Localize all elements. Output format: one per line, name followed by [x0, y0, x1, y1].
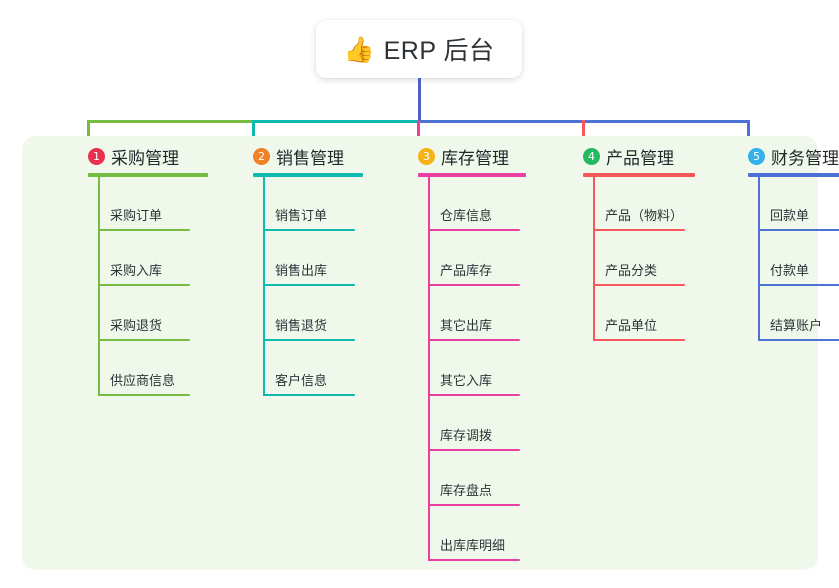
leaf-node[interactable]: 其它出库 — [428, 315, 520, 341]
leaf-underline — [98, 229, 190, 231]
leaf-node[interactable]: 采购退货 — [98, 315, 190, 341]
leaf-label: 其它出库 — [440, 318, 493, 333]
leaf-node[interactable]: 库存调拨 — [428, 425, 520, 451]
leaf-label: 采购入库 — [110, 263, 163, 278]
branch-stem-1 — [98, 176, 100, 396]
leaf-node[interactable]: 客户信息 — [263, 370, 355, 396]
connector-bar-1 — [87, 120, 254, 123]
leaf-label: 采购订单 — [110, 208, 163, 223]
leaf-label: 库存调拨 — [440, 428, 493, 443]
leaf-underline — [428, 504, 520, 506]
branch-header-5[interactable]: 5 财务管理 — [748, 144, 839, 169]
root-trunk-line — [418, 78, 421, 123]
leaf-underline — [98, 284, 190, 286]
branch-panel: 1 采购管理采购订单采购入库采购退货供应商信息 2 销售管理销售订单销售出库销售退货客… — [22, 136, 839, 570]
branch-underline-1 — [88, 173, 208, 177]
branch-stem-5 — [758, 176, 760, 341]
leaf-node[interactable]: 库存盘点 — [428, 480, 520, 506]
branch-underline-2 — [253, 173, 363, 177]
branch-header-2[interactable]: 2 销售管理 — [253, 144, 344, 169]
connector-bar-2 — [252, 120, 419, 123]
leaf-underline — [428, 559, 520, 561]
branch-underline-3 — [418, 173, 526, 177]
leaf-label: 付款单 — [770, 263, 810, 278]
branch-header-3[interactable]: 3 库存管理 — [418, 144, 509, 169]
branch-underline-4 — [583, 173, 695, 177]
leaf-node[interactable]: 产品分类 — [593, 260, 685, 286]
leaf-node[interactable]: 采购入库 — [98, 260, 190, 286]
leaf-label: 仓库信息 — [440, 208, 493, 223]
leaf-label: 库存盘点 — [440, 483, 493, 498]
leaf-underline — [263, 229, 355, 231]
leaf-underline — [428, 229, 520, 231]
leaf-underline — [758, 229, 839, 231]
leaf-label: 其它入库 — [440, 373, 493, 388]
branch-title-2: 销售管理 — [276, 149, 344, 168]
leaf-label: 供应商信息 — [110, 373, 176, 388]
leaf-node[interactable]: 其它入库 — [428, 370, 520, 396]
branch-header-4[interactable]: 4 产品管理 — [583, 144, 674, 169]
branch-title-1: 采购管理 — [111, 149, 179, 168]
leaf-node[interactable]: 产品（物料） — [593, 205, 685, 231]
leaf-node[interactable]: 采购订单 — [98, 205, 190, 231]
leaf-label: 产品分类 — [605, 263, 658, 278]
leaf-underline — [263, 394, 355, 396]
thumbs-up-icon: 👍 — [343, 34, 375, 64]
branch-badge-icon-4: 4 — [583, 148, 600, 165]
leaf-node[interactable]: 产品库存 — [428, 260, 520, 286]
leaf-underline — [263, 339, 355, 341]
leaf-underline — [758, 339, 839, 341]
leaf-node[interactable]: 销售订单 — [263, 205, 355, 231]
leaf-underline — [428, 284, 520, 286]
leaf-label: 产品单位 — [605, 318, 658, 333]
leaf-label: 销售出库 — [275, 263, 328, 278]
root-node[interactable]: 👍 ERP 后台 — [316, 20, 522, 78]
leaf-label: 销售退货 — [275, 318, 328, 333]
leaf-node[interactable]: 销售出库 — [263, 260, 355, 286]
leaf-underline — [593, 229, 685, 231]
leaf-label: 出库库明细 — [440, 538, 506, 553]
leaf-node[interactable]: 供应商信息 — [98, 370, 190, 396]
leaf-underline — [428, 339, 520, 341]
branch-title-4: 产品管理 — [606, 149, 674, 168]
branch-title-3: 库存管理 — [441, 149, 509, 168]
branch-badge-icon-1: 1 — [88, 148, 105, 165]
leaf-underline — [428, 449, 520, 451]
branch-badge-icon-5: 5 — [748, 148, 765, 165]
leaf-node[interactable]: 回款单 — [758, 205, 839, 231]
leaf-label: 客户信息 — [275, 373, 328, 388]
branch-stem-3 — [428, 176, 430, 561]
leaf-node[interactable]: 出库库明细 — [428, 535, 520, 561]
branch-header-1[interactable]: 1 采购管理 — [88, 144, 179, 169]
leaf-node[interactable]: 付款单 — [758, 260, 839, 286]
leaf-label: 产品（物料） — [605, 208, 684, 223]
leaf-underline — [428, 394, 520, 396]
root-title: ERP 后台 — [383, 37, 495, 65]
leaf-underline — [593, 284, 685, 286]
branch-badge-icon-2: 2 — [253, 148, 270, 165]
leaf-underline — [98, 339, 190, 341]
leaf-label: 回款单 — [770, 208, 810, 223]
leaf-underline — [263, 284, 355, 286]
branch-badge-icon-3: 3 — [418, 148, 435, 165]
leaf-node[interactable]: 产品单位 — [593, 315, 685, 341]
leaf-label: 采购退货 — [110, 318, 163, 333]
branch-stem-2 — [263, 176, 265, 396]
leaf-node[interactable]: 销售退货 — [263, 315, 355, 341]
branch-title-5: 财务管理 — [771, 149, 839, 168]
branch-underline-5 — [748, 173, 839, 177]
leaf-label: 销售订单 — [275, 208, 328, 223]
leaf-label: 产品库存 — [440, 263, 493, 278]
leaf-underline — [98, 394, 190, 396]
leaf-underline — [593, 339, 685, 341]
branch-stem-4 — [593, 176, 595, 341]
leaf-node[interactable]: 结算账户 — [758, 315, 839, 341]
leaf-label: 结算账户 — [770, 318, 823, 333]
leaf-node[interactable]: 仓库信息 — [428, 205, 520, 231]
leaf-underline — [758, 284, 839, 286]
